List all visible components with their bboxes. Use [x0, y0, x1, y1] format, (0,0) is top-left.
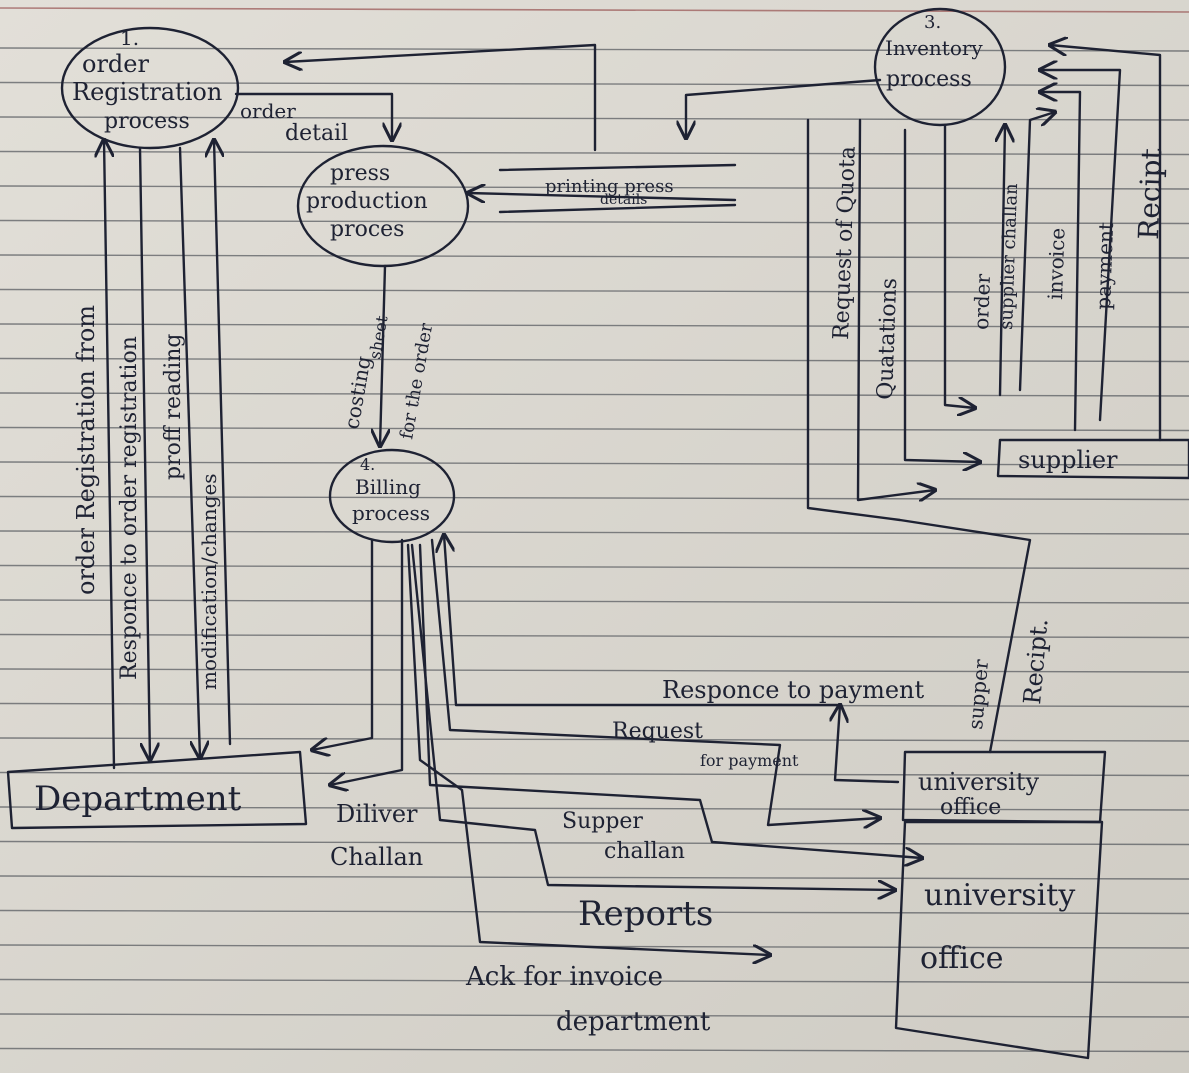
process-label-line2: process — [352, 501, 430, 525]
flow-label: department — [556, 1007, 711, 1037]
flow-label: Responce to order registration — [117, 336, 142, 680]
flow-label: Diliver — [336, 800, 418, 828]
flow-label: Reports — [578, 894, 713, 934]
process-number: 1. — [120, 26, 139, 50]
flow-label: Ack for invoice — [465, 962, 663, 992]
process-label-line2: Registration — [72, 78, 222, 106]
entity-label-2: office — [920, 941, 1004, 976]
flow-label: order Registration from — [72, 305, 100, 595]
process-number: 4. — [360, 455, 375, 474]
process-label-line2: process — [886, 67, 972, 92]
process-label-line2: production — [306, 189, 428, 214]
entity-label: Department — [34, 779, 242, 819]
flow-label: detail — [285, 121, 348, 146]
flow-label: proff reading — [161, 334, 186, 481]
flow-label: Challan — [330, 843, 423, 871]
entity-label: supplier — [1018, 446, 1118, 474]
process-label-line1: Inventory — [885, 36, 983, 60]
process-label-line3: proces — [330, 217, 404, 242]
process-number: 3. — [924, 12, 941, 33]
entity-label: university — [924, 878, 1075, 913]
entity-label-2: office — [940, 795, 1001, 820]
flow-label: invoice — [1043, 227, 1070, 300]
flow-label: order — [969, 273, 995, 330]
process-label-line3: process — [104, 109, 190, 134]
flow-label: Supper — [562, 809, 643, 834]
flow-label: details — [600, 192, 647, 208]
flow-label: Request — [612, 719, 703, 744]
flow-label: for payment — [700, 751, 799, 770]
process-label-line1: Billing — [355, 475, 421, 499]
process-label-line1: press — [330, 161, 390, 186]
flow-label: order — [240, 99, 296, 123]
flow-label: Recipt — [1132, 147, 1168, 240]
flow-label: modification/changes — [197, 473, 221, 690]
flow-label: Responce to payment — [662, 676, 925, 704]
flow-label: payment — [1091, 222, 1118, 311]
flow-label: challan — [604, 839, 685, 864]
entity-label: university — [918, 768, 1039, 796]
process-label-line1: order — [82, 50, 149, 78]
flow-label: Quatations — [873, 278, 902, 401]
